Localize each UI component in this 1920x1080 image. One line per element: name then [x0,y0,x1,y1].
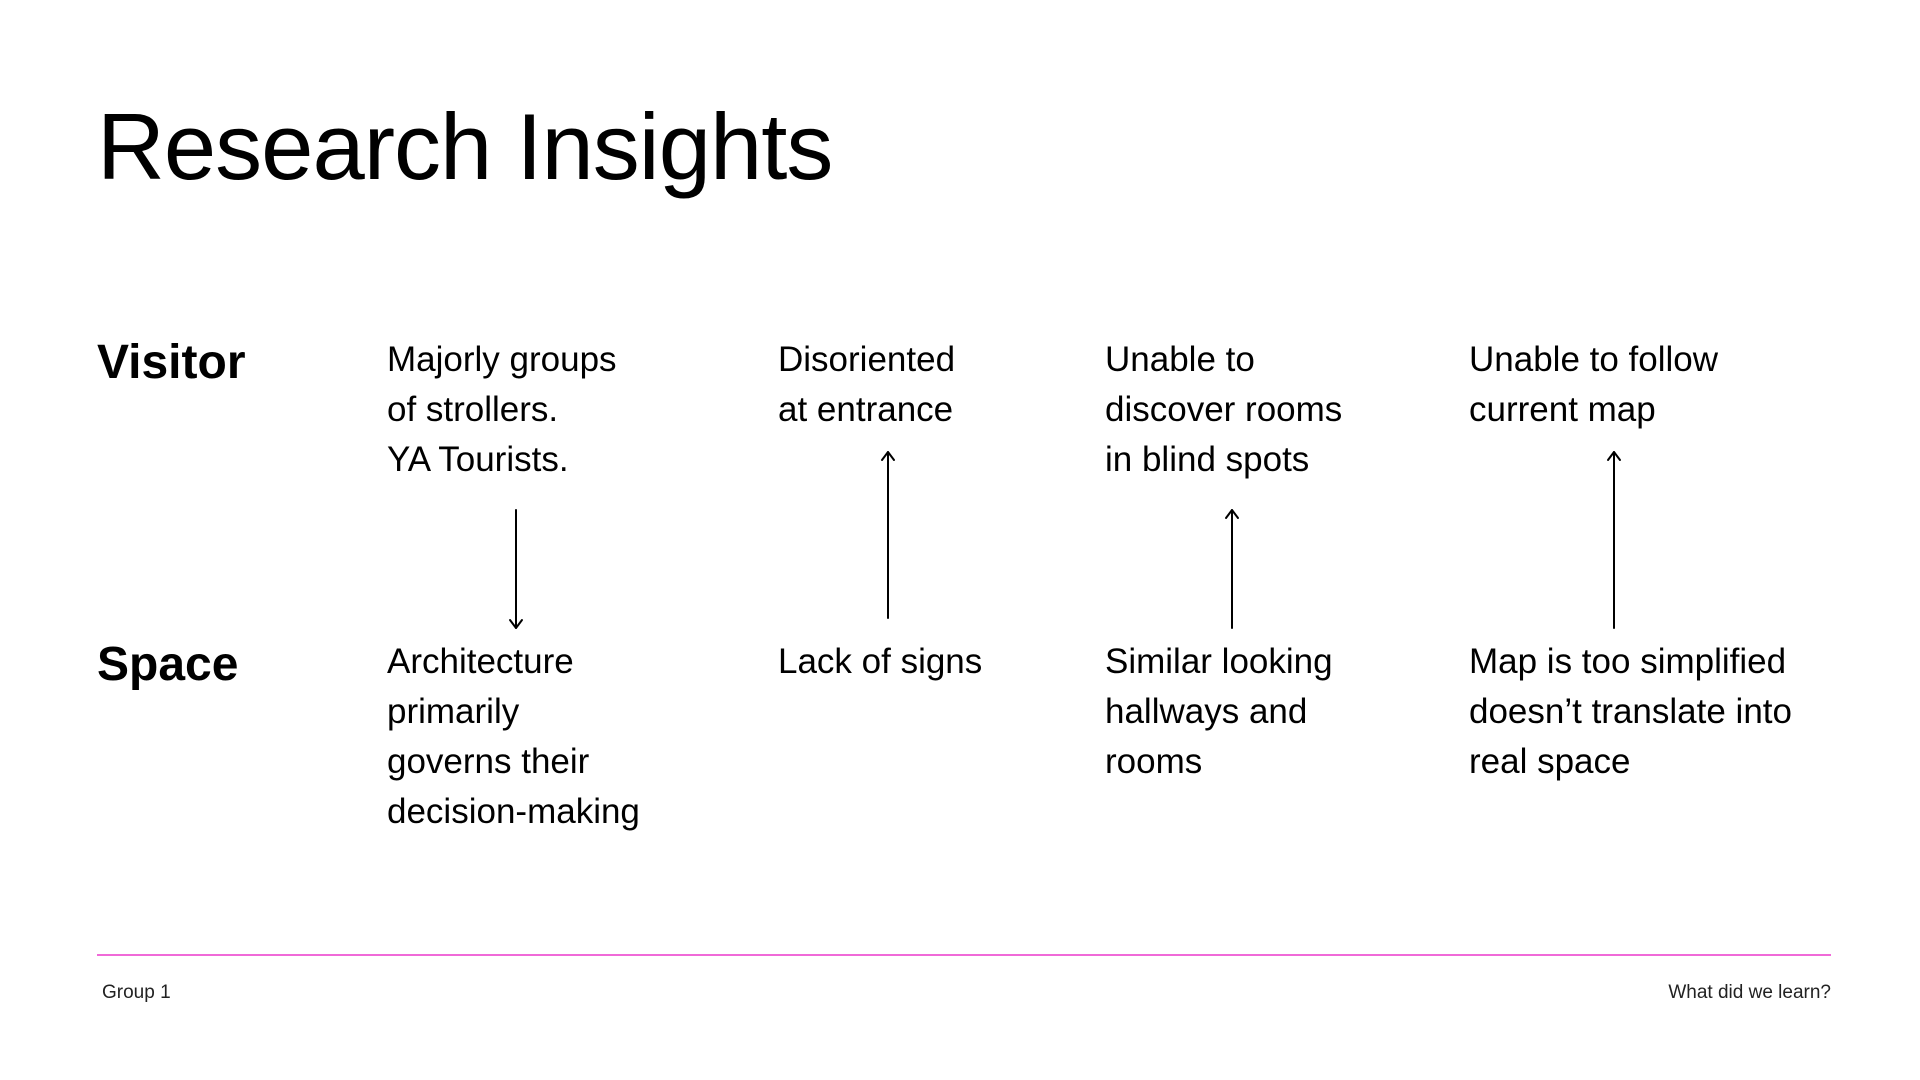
visitor-insight-1: Majorly groups of strollers. YA Tourists… [387,335,617,485]
insight-line: Map is too simplified [1469,642,1787,681]
insight-line: Unable to follow [1469,340,1719,379]
insight-line: discover rooms [1105,390,1343,429]
visitor-insight-2: Disoriented at entrance [778,335,955,435]
row-label-space: Space [97,638,239,691]
insight-line: of strollers. [387,390,559,429]
space-insight-2: Lack of signs [778,637,982,687]
insight-line: YA Tourists. [387,440,569,479]
visitor-insight-3: Unable to discover rooms in blind spots [1105,335,1342,485]
arrow-up-2 [881,451,895,619]
insight-line: hallways and [1105,692,1308,731]
footer-divider [97,954,1831,956]
visitor-insight-4: Unable to follow current map [1469,335,1718,435]
insight-line: Lack of signs [778,642,983,681]
insight-line: governs their [387,742,590,781]
arrow-up-3 [1225,509,1239,629]
insight-line: doesn’t translate into [1469,692,1792,731]
space-insight-3: Similar looking hallways and rooms [1105,637,1333,787]
insight-line: Similar looking [1105,642,1333,681]
insight-line: Disoriented [778,340,956,379]
insight-line: in blind spots [1105,440,1310,479]
insight-line: rooms [1105,742,1203,781]
insight-line: Unable to [1105,340,1255,379]
space-insight-1: Architecture primarily governs their dec… [387,637,640,837]
footer-group-label: Group 1 [102,982,171,1003]
insight-line: Architecture [387,642,574,681]
page-title: Research Insights [97,94,833,199]
insight-line: Majorly groups [387,340,617,379]
footer-section-label: What did we learn? [1668,982,1831,1003]
insight-line: primarily [387,692,520,731]
insight-line: decision-making [387,792,640,831]
arrow-up-4 [1607,451,1621,629]
insight-line: real space [1469,742,1631,781]
arrow-down-1 [509,509,523,629]
insight-line: current map [1469,390,1656,429]
space-insight-4: Map is too simplified doesn’t translate … [1469,637,1792,787]
row-label-visitor: Visitor [97,336,246,389]
insight-line: at entrance [778,390,954,429]
